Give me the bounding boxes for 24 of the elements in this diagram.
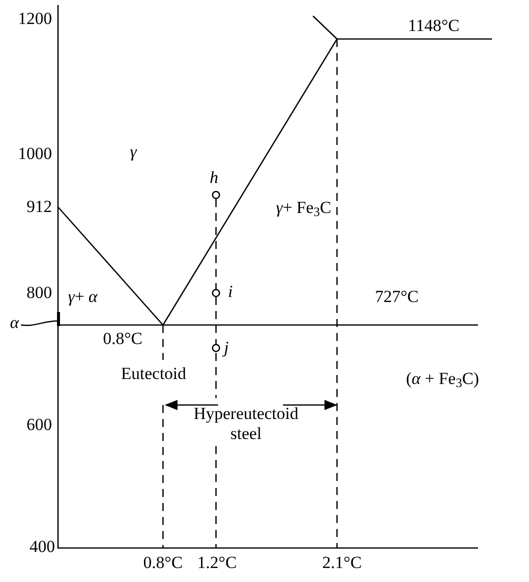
point-label: h xyxy=(210,168,218,188)
axis-tick-label: 1000 xyxy=(18,144,52,164)
axis-tick-label: 0.8°C xyxy=(143,553,183,573)
axis-tick-label: 1.2°C xyxy=(197,553,237,573)
phase-label: α xyxy=(10,313,19,333)
point-label: j xyxy=(224,338,229,358)
point-label: i xyxy=(228,282,233,302)
axis-tick-label: 912 xyxy=(26,197,52,217)
phase-label: (α + Fe$_{3}$C) xyxy=(406,369,480,389)
temperature-label: 727°C xyxy=(375,287,419,307)
alpha-phase-region xyxy=(57,312,60,326)
temperature-label: 1148°C xyxy=(408,16,460,36)
region-label: Hypereutectoid steel xyxy=(192,404,300,444)
leader-line xyxy=(20,320,58,326)
axis-tick-label: 600 xyxy=(26,415,52,435)
axis-tick-label: 2.1°C xyxy=(322,553,362,573)
composition-label: 0.8°C xyxy=(103,329,142,349)
axis-tick-label: 400 xyxy=(30,537,55,557)
axis-tick-label: 1200 xyxy=(18,9,52,29)
phase-label: γ+ α xyxy=(68,287,98,307)
phase-label: γ+ Fe$_{3}$C xyxy=(276,198,332,218)
axis-tick-label: 800 xyxy=(26,283,52,303)
phase-label: γ xyxy=(130,142,137,162)
region-label: Eutectoid xyxy=(121,364,186,384)
